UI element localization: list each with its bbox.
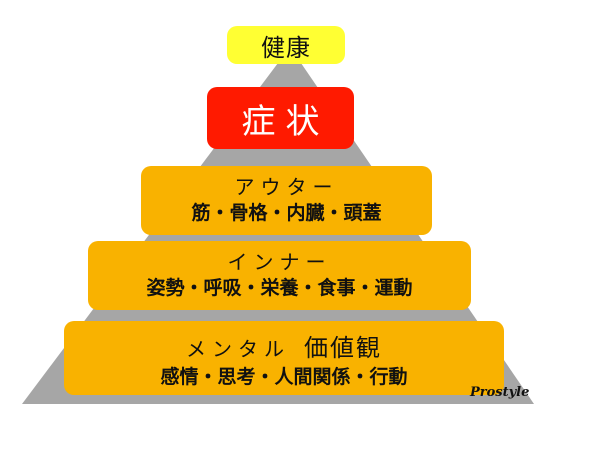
health-box: 健康 bbox=[227, 26, 345, 64]
health-label: 健康 bbox=[261, 33, 311, 62]
mental-level-items: 感情・思考・人間関係・行動 bbox=[160, 365, 408, 388]
outer-level-items: 筋・骨格・内臓・頭蓋 bbox=[191, 202, 382, 225]
symptom-label: 症状 bbox=[241, 101, 330, 142]
mental-level-subtitle: 価値観 bbox=[304, 333, 382, 362]
mental-level-box: メンタル 価値観 感情・思考・人間関係・行動 bbox=[64, 321, 504, 395]
inner-level-items: 姿勢・呼吸・栄養・食事・運動 bbox=[146, 277, 413, 300]
outer-level-title: アウター bbox=[234, 175, 339, 200]
inner-level-title: インナー bbox=[227, 250, 332, 275]
mental-level-heading: メンタル 価値観 bbox=[186, 328, 382, 363]
brand-logo-text: Prostyle bbox=[470, 385, 530, 400]
inner-level-box: インナー 姿勢・呼吸・栄養・食事・運動 bbox=[88, 241, 471, 310]
mental-level-title: メンタル bbox=[186, 336, 290, 361]
outer-level-box: アウター 筋・骨格・内臓・頭蓋 bbox=[141, 166, 432, 235]
symptom-box: 症状 bbox=[207, 87, 354, 149]
